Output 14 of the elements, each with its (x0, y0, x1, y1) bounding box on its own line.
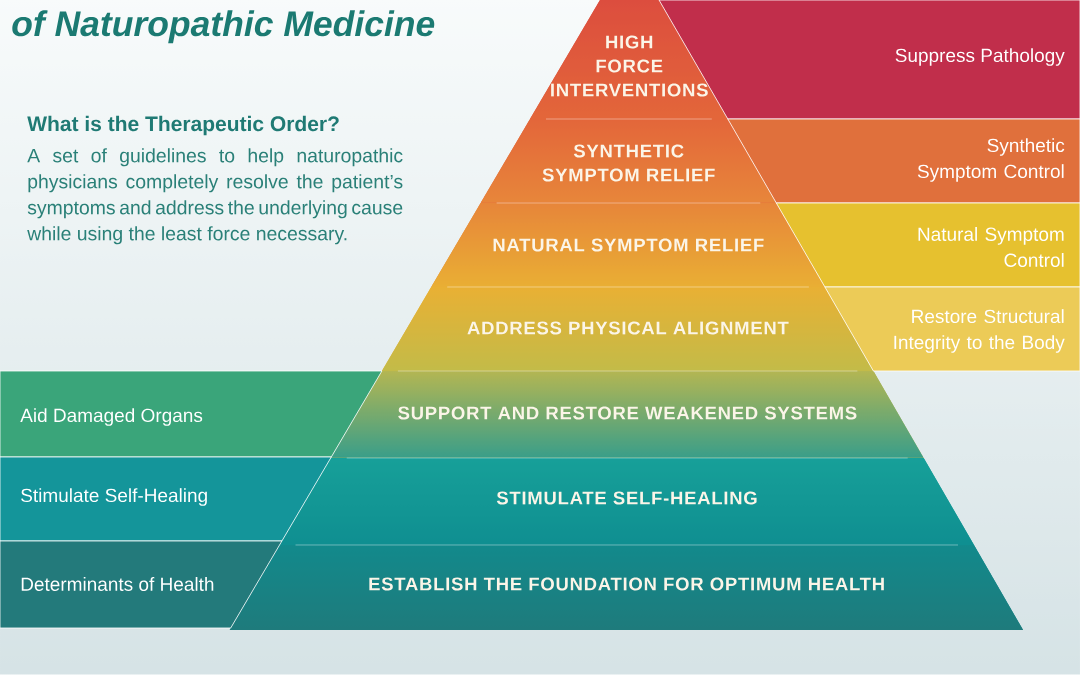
side-band: Determinants of Health (0, 540, 283, 629)
body-text: A set of guidelines to help naturopathic physicians completely resolve the patient’s symptoms and address the underlying cause while using the least force necessary. (27, 148, 403, 245)
node-label: NATURAL SYMPTOM RELIEF (493, 238, 764, 252)
node-label: ESTABLISH THE FOUNDATION FOR OPTIMUM HEALTH (369, 577, 884, 591)
node-label: ADDRESS PHYSICAL ALIGNMENT (467, 321, 789, 335)
heading: What is the Therapeutic Order? (27, 115, 339, 136)
side-band: Aid Damaged Organs (0, 370, 383, 458)
side-band: Natural Symptom Control (775, 202, 1080, 288)
pyramid-tier: STIMULATE SELF-HEALING (279, 458, 974, 545)
title: of Naturopathic Medicine (12, 10, 435, 44)
node-label: SYNTHETIC SYMPTOM RELIEF (542, 144, 715, 182)
pyramid-tier: ESTABLISH THE FOUNDATION FOR OPTIMUM HEALTH (229, 545, 1024, 630)
side-band: Stimulate Self-Healing (0, 456, 332, 542)
side-band: Synthetic Symptom Control (727, 118, 1080, 204)
